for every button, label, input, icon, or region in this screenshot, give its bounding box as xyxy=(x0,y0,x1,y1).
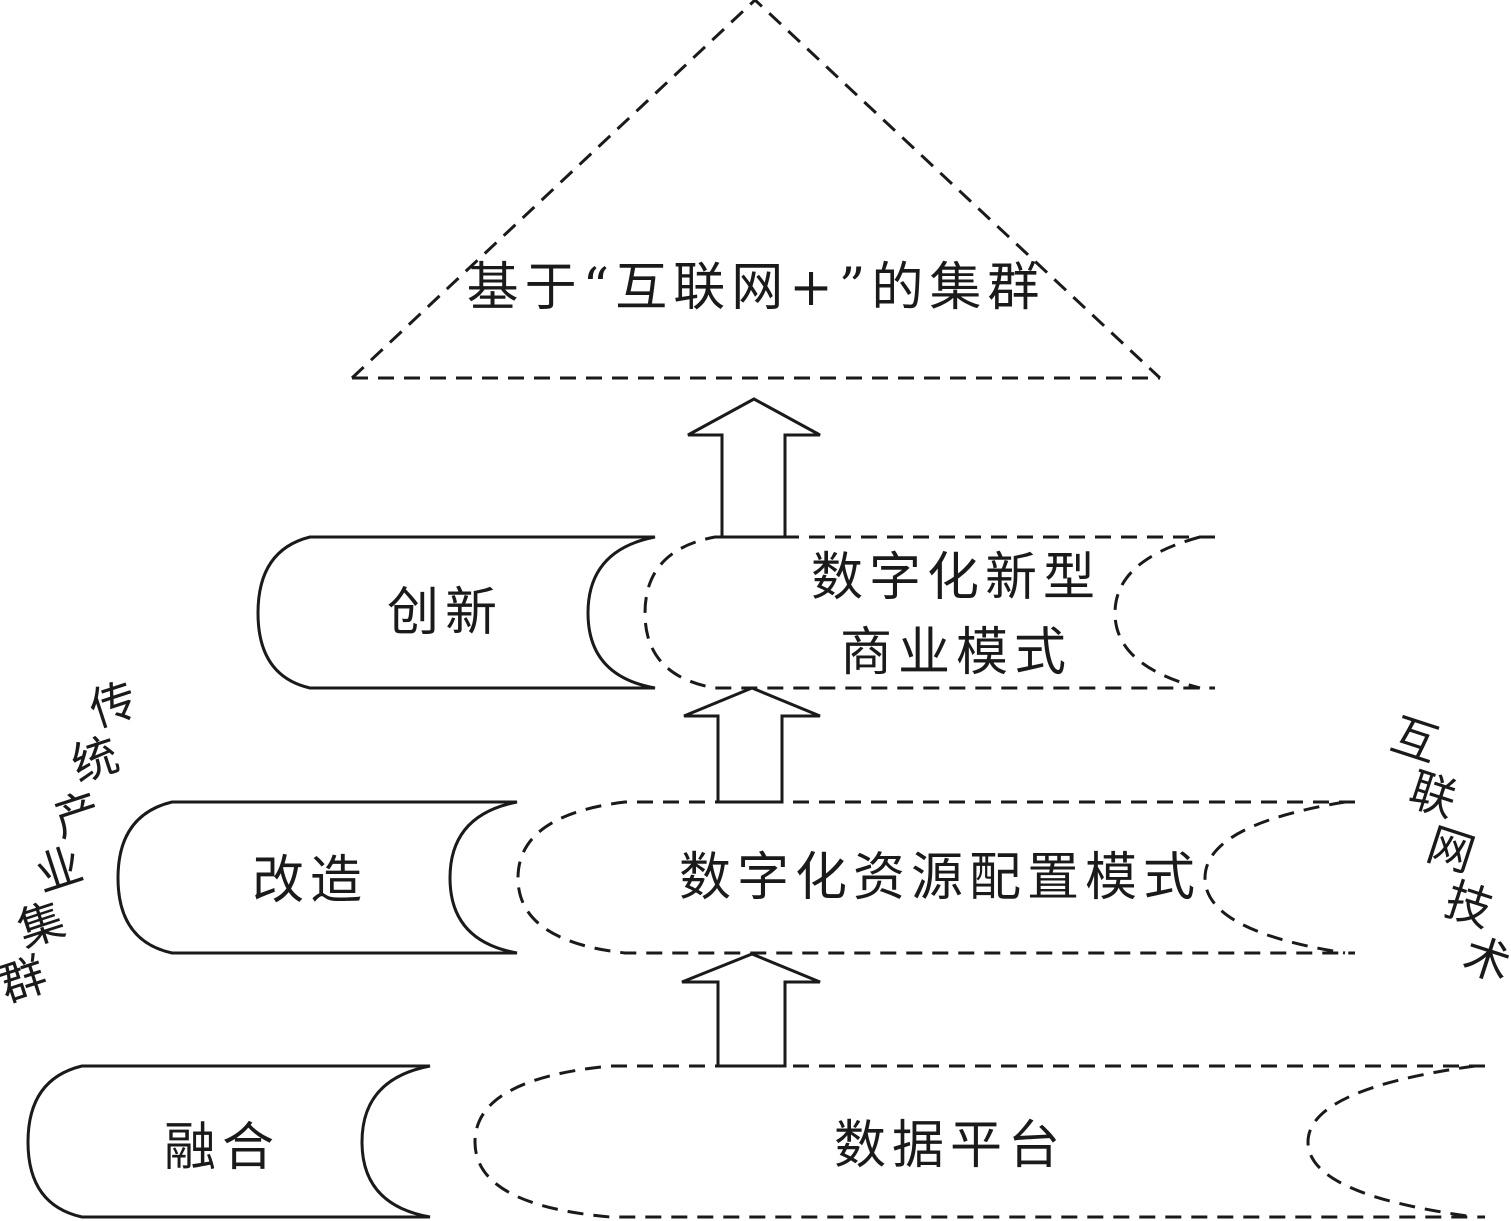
right-side-char: 联 xyxy=(1403,762,1463,828)
innovation-block xyxy=(256,535,656,690)
left-side-char: 集 xyxy=(11,892,71,958)
level-innovation: 创新 数字化新型 商业模式 xyxy=(256,535,1215,690)
integration-dashed-curve xyxy=(1306,1064,1476,1219)
level-transformation: 改造 数字化资源配置模式 xyxy=(116,800,1355,955)
right-side-char: 网 xyxy=(1421,817,1481,883)
right-side-label: 互 联 网 技 术 xyxy=(1385,707,1511,993)
right-side-char: 互 xyxy=(1385,707,1445,773)
transformation-dashed-band xyxy=(516,800,1355,955)
innovation-dashed-band xyxy=(643,535,1215,690)
innovation-label: 创新 xyxy=(387,583,503,643)
integration-block xyxy=(26,1064,431,1219)
left-side-char: 群 xyxy=(0,947,53,1013)
transformation-dashed-curve xyxy=(1203,800,1346,955)
top-triangle-label: 基于“互联网+”的集群 xyxy=(467,258,1046,318)
transformation-desc: 数字化资源配置模式 xyxy=(679,848,1201,908)
innovation-desc-line1: 数字化新型 xyxy=(811,548,1101,608)
integration-desc: 数据平台 xyxy=(834,1116,1066,1176)
transformation-block xyxy=(116,800,518,955)
innovation-dashed-curve xyxy=(1113,535,1201,690)
right-side-char: 术 xyxy=(1457,927,1511,993)
arrow-middle xyxy=(683,686,821,804)
innovation-desc-line2: 商业模式 xyxy=(840,623,1072,683)
arrow-top xyxy=(687,397,821,539)
integration-label: 融合 xyxy=(164,1118,280,1178)
transformation-label: 改造 xyxy=(252,851,368,911)
right-side-char: 技 xyxy=(1439,872,1499,938)
integration-dashed-band xyxy=(473,1064,1485,1219)
level-integration: 融合 数据平台 xyxy=(26,1064,1485,1219)
left-side-char: 业 xyxy=(29,837,89,903)
left-side-char: 传 xyxy=(83,672,143,738)
arrow-bottom xyxy=(681,952,821,1068)
left-side-label: 传 统 产 业 集 群 xyxy=(0,672,143,1013)
top-triangle: 基于“互联网+”的集群 xyxy=(350,0,1162,380)
left-side-char: 统 xyxy=(65,727,125,793)
left-side-char: 产 xyxy=(47,782,107,848)
